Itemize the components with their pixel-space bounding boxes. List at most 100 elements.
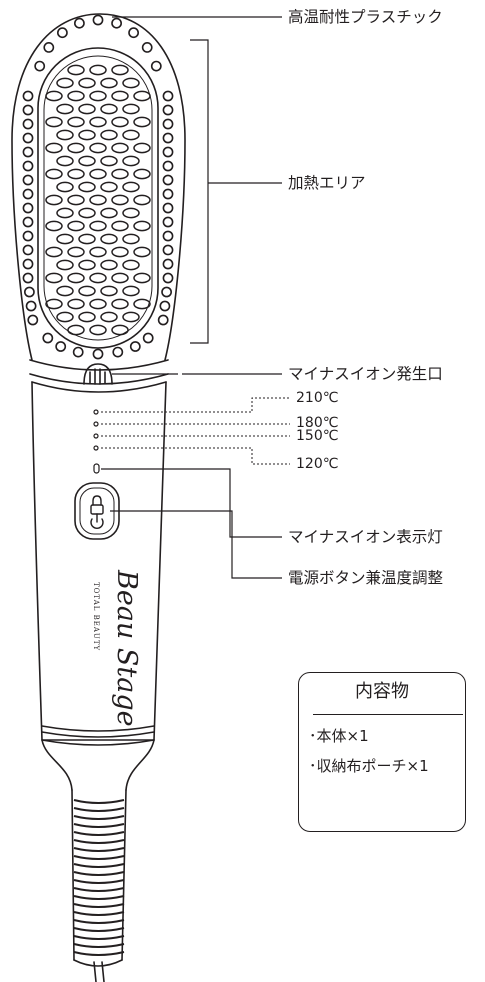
bristle-knob (111, 17, 122, 29)
bristle-knob (162, 104, 174, 116)
lock-icon (90, 495, 104, 515)
power-cord (93, 961, 105, 982)
power-icon (90, 513, 104, 529)
heating-plate (37, 47, 159, 349)
bristle (100, 285, 118, 297)
cord-ring (73, 927, 125, 932)
bristle (78, 77, 96, 89)
bristle (67, 116, 85, 128)
bristle (89, 168, 107, 180)
bristle (89, 116, 107, 128)
label-power-button: 電源ボタン兼温度調整 (288, 569, 444, 587)
bristle (89, 90, 107, 102)
handle-outline (31, 381, 167, 741)
contents-item-pouch: ･収納布ポーチ×1 (309, 757, 429, 775)
bristle-knob (22, 104, 34, 116)
bristle (45, 142, 63, 154)
bristle (133, 246, 151, 258)
bristle (122, 311, 140, 323)
bristle (122, 77, 140, 89)
bristle-knob (162, 202, 174, 214)
leader-ion-indicator (101, 468, 282, 538)
bristle (56, 155, 74, 167)
temp-120: 120℃ (296, 456, 339, 472)
bristle-knob (34, 60, 46, 72)
leader-heating-bracket (190, 39, 209, 344)
bristle-knob (23, 286, 35, 298)
temp-210: 210℃ (296, 390, 339, 406)
bristle (111, 194, 129, 206)
bristle (133, 142, 151, 154)
bristle-knob (22, 90, 34, 102)
bristle-knob (162, 244, 174, 256)
bristle (67, 64, 85, 76)
bristle-knob (22, 160, 34, 172)
cord-ring (73, 807, 125, 812)
temp-150: 150℃ (296, 428, 339, 444)
bristle (56, 259, 74, 271)
cord-relief (71, 789, 127, 961)
bristle (78, 207, 96, 219)
bristle (111, 64, 129, 76)
cord-rings (73, 799, 125, 956)
bristle-knob (55, 341, 67, 352)
bristle (133, 116, 151, 128)
dashed-leader-210 (101, 397, 290, 413)
ion-indicator-led (93, 463, 100, 474)
bristle (100, 181, 118, 193)
bristle-knob (159, 300, 171, 312)
cord-ring (73, 919, 125, 924)
bristle (100, 311, 118, 323)
label-ion-indicator: マイナスイオン表示灯 (288, 528, 443, 546)
bristle (133, 272, 151, 284)
bristle (78, 155, 96, 167)
bristle-knob (142, 332, 154, 344)
led-150 (93, 433, 99, 439)
contents-divider (313, 714, 463, 715)
temp-180: 180℃ (296, 415, 339, 431)
contents-box: 内容物 ･本体×1 ･収納布ポーチ×1 (298, 672, 466, 832)
bristle (78, 129, 96, 141)
cord-ring (73, 887, 125, 892)
bristle (45, 116, 63, 128)
bristle (78, 285, 96, 297)
bristle-knob (162, 132, 174, 144)
bristle (89, 324, 107, 336)
cord-ring (73, 839, 125, 844)
led-210 (93, 409, 99, 415)
bristle (122, 207, 140, 219)
bristle-knob (74, 17, 85, 29)
cord-ring (73, 879, 125, 884)
bristle (67, 246, 85, 258)
bristle-knob (162, 230, 174, 242)
bristle (67, 220, 85, 232)
bristle-knob (25, 300, 37, 312)
label-heating-area: 加熱エリア (288, 174, 366, 192)
cord-ring (73, 871, 125, 876)
bristle-grid (45, 64, 151, 336)
bristle-knob (162, 216, 174, 228)
led-180 (93, 421, 99, 427)
bristle (78, 259, 96, 271)
bristle-knob (150, 60, 162, 72)
bristle-knob (128, 27, 139, 39)
bristle (89, 246, 107, 258)
bristle (133, 298, 151, 310)
bristle (45, 90, 63, 102)
bristle (111, 272, 129, 284)
bristle (100, 155, 118, 167)
cord-ring (73, 911, 125, 916)
brand-logo: Beau Stage (111, 569, 142, 727)
bristle (100, 129, 118, 141)
bristle-knob (22, 272, 34, 284)
bristle (67, 90, 85, 102)
contents-item-body: ･本体×1 (309, 727, 369, 745)
bristle-knob (162, 258, 174, 270)
handle-taper (41, 739, 155, 791)
bristle (89, 64, 107, 76)
bristle (133, 90, 151, 102)
bristle (67, 298, 85, 310)
bristle-knob (162, 90, 174, 102)
cord-ring (73, 951, 125, 956)
bristle-knob (22, 244, 34, 256)
